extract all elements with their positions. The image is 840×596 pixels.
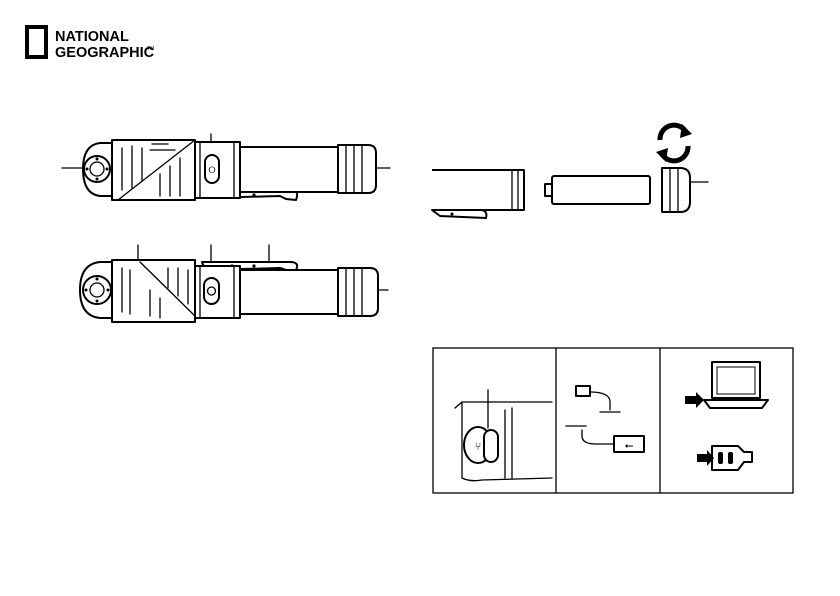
micro-usb-plug [576,386,590,396]
charging-panels: ⑂ ⭠ [433,348,793,493]
battery-tube [240,147,338,192]
battery-terminal [545,184,552,196]
rotate-arrows-icon [656,124,692,162]
usb-icon-plug: ⭠ [625,439,634,452]
usb-symbol-icon: ⭘ [208,166,215,176]
national-geographic-logo: NATIONAL GEOGRAPHIC TM [27,27,155,61]
battery-replacement [432,124,708,218]
open-tube [432,170,524,210]
logo-line-geographic: GEOGRAPHIC [55,45,155,61]
logo-trademark: TM [147,46,154,52]
logo-yellow-border-mark [27,27,46,57]
grip-body-2 [112,260,195,322]
tube-clip [432,210,486,218]
removed-tailcap [662,168,690,212]
arrow-to-laptop [685,392,704,408]
tailcap-2 [338,268,378,316]
usb-symbol-icon-closeup: ⑂ [475,440,482,453]
micro-usb-cable: ⭠ [566,386,644,452]
power-button [204,278,219,304]
tailcap [338,145,376,193]
usb-port-closeup: ⑂ [455,390,552,481]
battery-tube-2 [240,270,338,314]
flashlight-top: ⭘ [62,134,390,200]
battery-cell [552,176,650,204]
flashlight-bottom [80,245,388,322]
power-sources [685,362,768,470]
logo-line-national: NATIONAL [55,29,129,45]
usb-port-opening [484,430,498,462]
